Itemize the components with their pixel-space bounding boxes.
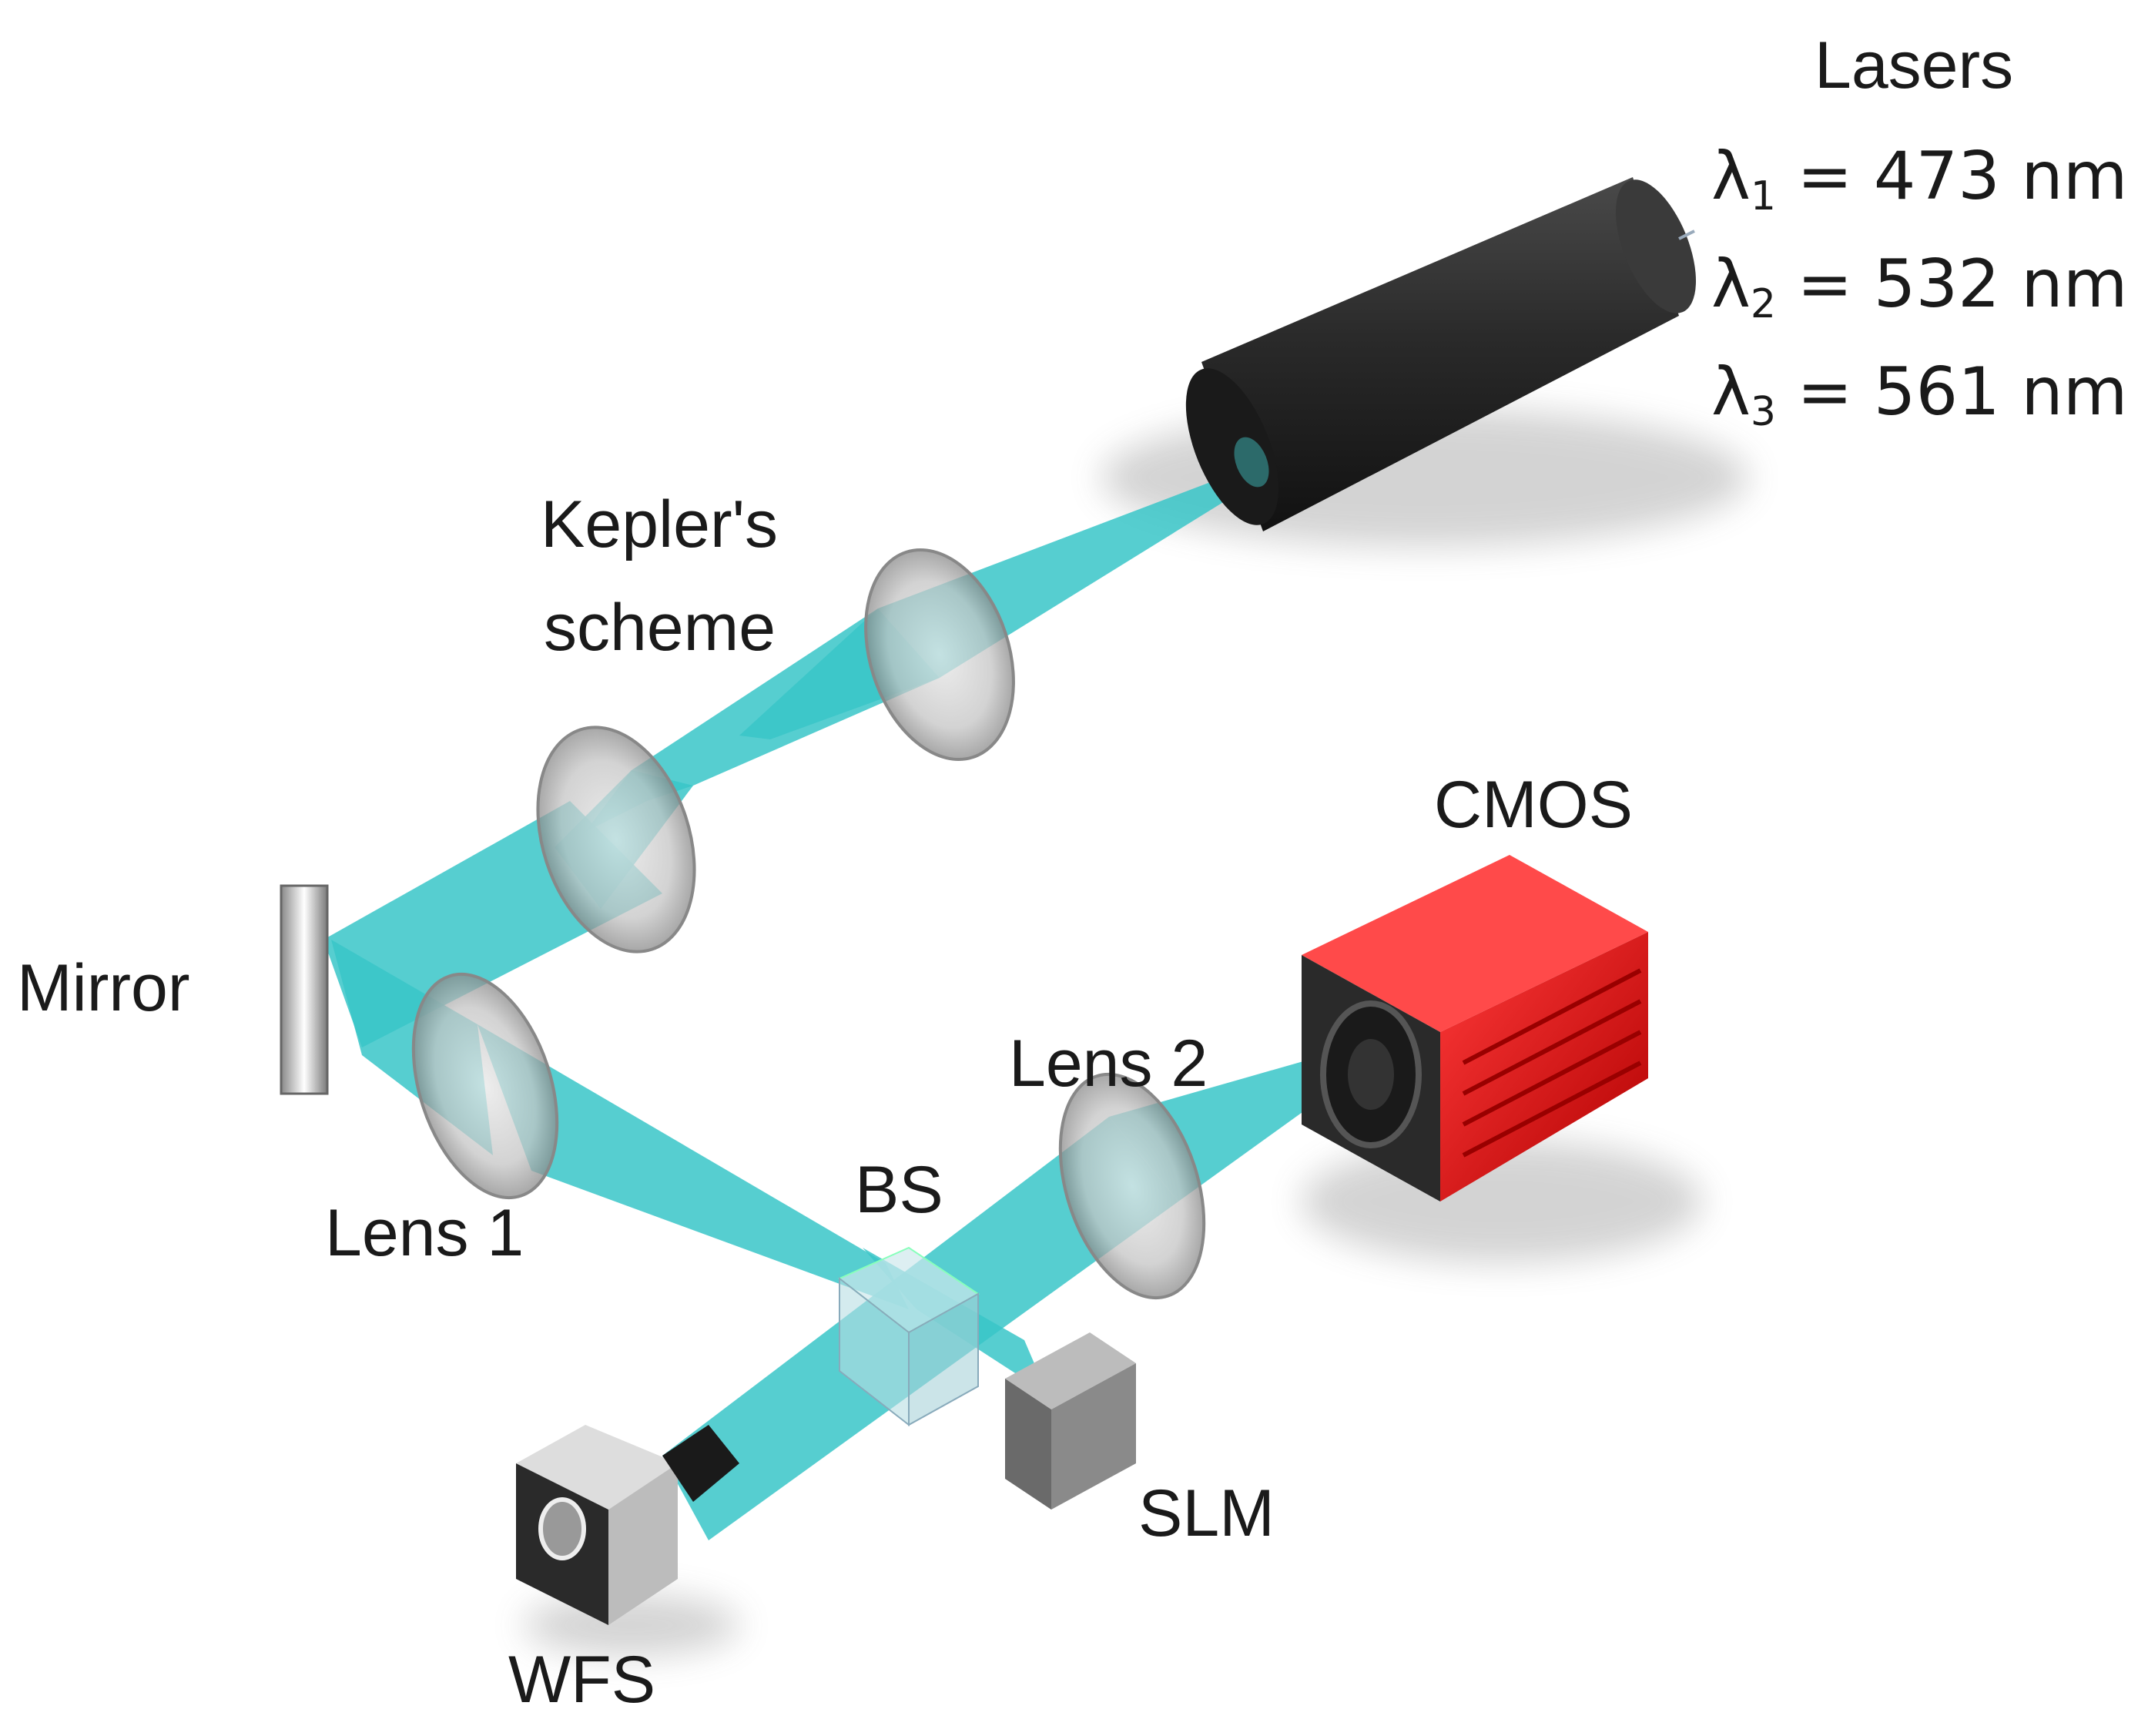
- kepler-lens-1: [864, 548, 1015, 762]
- lambda-symbol: λ: [1711, 138, 1751, 215]
- wavelength-value: = 473 nm: [1776, 138, 2128, 215]
- beam-splitter: [838, 1246, 980, 1427]
- wavelength-value: = 532 nm: [1776, 246, 2128, 323]
- slm-label: SLM: [1138, 1476, 1275, 1550]
- bs-label: BS: [855, 1153, 943, 1227]
- lasers-label: Lasers: [1815, 28, 2014, 102]
- keplers-label-line1: Kepler's: [541, 488, 779, 561]
- lens1-label: Lens 1: [325, 1196, 524, 1270]
- cmos-camera: [1302, 855, 1648, 1201]
- lambda-subscript: 3: [1750, 389, 1776, 435]
- wavelength-value: = 561 nm: [1776, 354, 2128, 431]
- lens-1: [411, 972, 559, 1200]
- lambda-subscript: 2: [1750, 281, 1776, 327]
- keplers-label-line2: scheme: [544, 591, 776, 665]
- cmos-label: CMOS: [1434, 768, 1633, 842]
- mirror-label: Mirror: [17, 951, 190, 1025]
- wavelength-2: λ2 = 532 nm: [1711, 251, 2128, 324]
- wfs-label: WFS: [508, 1643, 656, 1717]
- lens2-label: Lens 2: [1009, 1027, 1208, 1101]
- lambda-symbol: λ: [1711, 246, 1751, 323]
- kepler-lens-2: [536, 726, 696, 953]
- slm: [1005, 1332, 1136, 1510]
- lambda-subscript: 1: [1750, 173, 1776, 220]
- laser-head: [1185, 177, 1697, 531]
- lambda-symbol: λ: [1711, 354, 1751, 431]
- wavelength-3: λ3 = 561 nm: [1711, 359, 2128, 432]
- wfs-sensor: [516, 1425, 739, 1625]
- mirror: [280, 884, 329, 1095]
- lens-2: [1058, 1072, 1206, 1300]
- wavelength-1: λ1 = 473 nm: [1711, 143, 2128, 216]
